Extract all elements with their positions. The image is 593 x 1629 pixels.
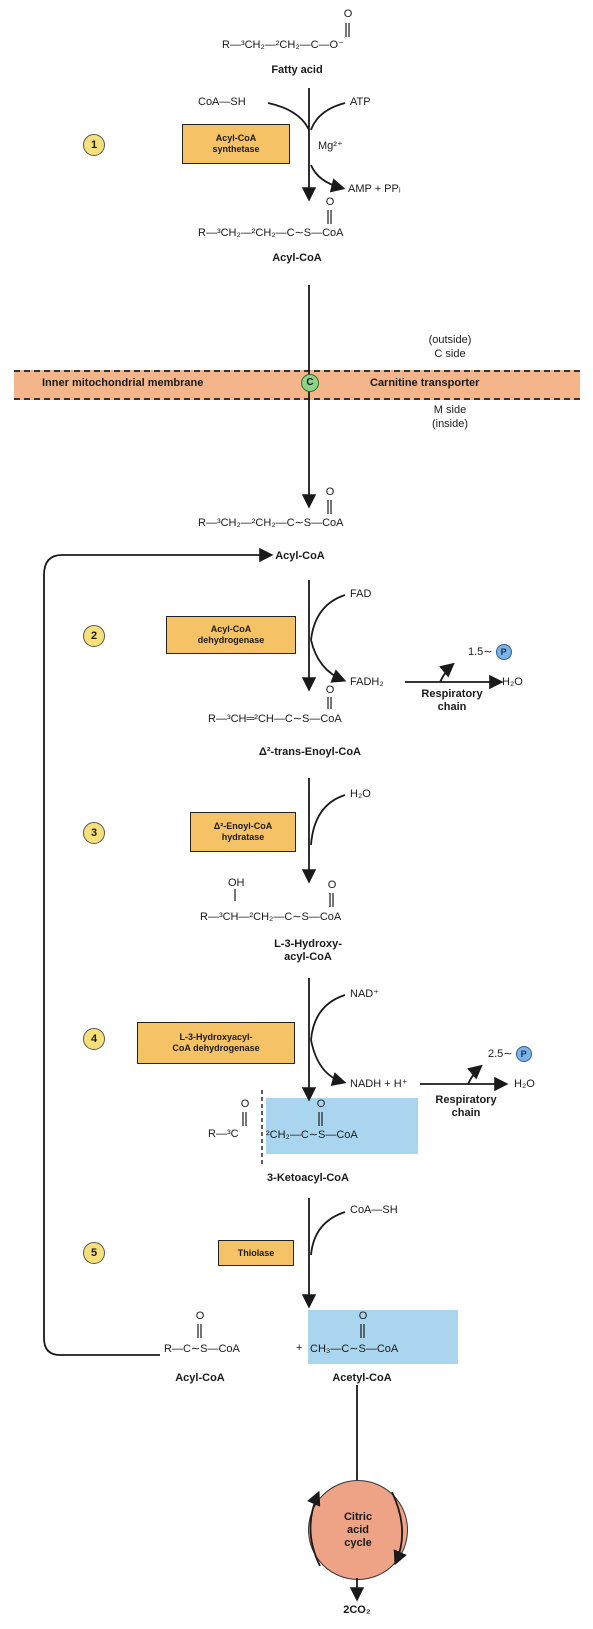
resp-chain-1-line1: Respiratory [421,688,483,700]
product-acyl-coa-formula: R—C∼S—CoA [164,1343,240,1355]
mg-cofactor: Mg²⁺ [318,140,343,152]
step-2-marker: 2 [83,625,105,647]
inside-line2: (inside) [431,418,469,430]
arrow-fadh2 [310,639,347,683]
product-acetyl-coa-formula: CH₃—C∼S—CoA [310,1343,399,1355]
product-acetyl-coa-label: Acetyl-CoA [332,1372,392,1384]
arrow-coa-sh-in [310,1211,346,1256]
atp-yield-1-text: 1.5∼ [468,646,493,658]
acetyl-group-highlight-ketoacyl [266,1098,418,1154]
hydroxyl-group: OH [228,877,245,889]
fadh2-product: FADH₂ [350,676,384,688]
enzyme-acyl-coa-synthetase: Acyl-CoA synthetase [182,124,290,164]
outside-line1: (outside) [428,334,472,346]
resp-chain-2-line2: chain [451,1107,481,1119]
step-3-marker: 3 [83,822,105,844]
membrane-label: Inner mitochondrial membrane [42,377,204,389]
ketoacyl-coa-left: R—³C [208,1128,239,1140]
atp-yield-1: 1.5∼ P [468,644,512,660]
citric-cycle-line1: Citric [343,1510,373,1523]
coa-sh-reagent-2: CoA—SH [350,1204,398,1216]
product-acyl-coa-label: Acyl-CoA [175,1372,225,1384]
citric-acid-cycle: Citric acid cycle [308,1480,408,1580]
arrow-atp-in [310,102,346,131]
cycle-arrow-right [391,1491,407,1566]
co2-output: 2CO₂ [343,1604,371,1616]
citric-cycle-line3: cycle [344,1536,372,1549]
enzyme-enoyl-coa-hydratase: Δ²-Enoyl-CoA hydratase [190,812,296,852]
ketoacyl-coa-label: 3-Ketoacyl-CoA [267,1172,349,1184]
enoyl-coa-label: Δ²-trans-Enoyl-CoA [258,746,362,758]
acetyl-coa-highlight [308,1310,458,1364]
phosphate-icon: P [495,644,512,660]
hydroxyacyl-coa-label-1: L-3-Hydroxy- [274,938,342,950]
carnitine-transporter-icon: C [301,374,319,392]
step-4-marker: 4 [83,1028,105,1050]
fatty-acid-formula: R—³CH₂—²CH₂—C—O⁻ [222,39,344,51]
step-5-marker: 5 [83,1242,105,1264]
step-1-marker: 1 [83,134,105,156]
ketoacyl-coa-right: ²CH₂—C∼S—CoA [266,1129,358,1141]
coa-sh-reagent-1: CoA—SH [198,96,246,108]
atp-yield-2: 2.5∼ P [488,1046,532,1062]
arrow-h2o-in [310,794,346,846]
oxygen-hydroxyacyl-coa: O [327,879,337,891]
acyl-coa-1-label: Acyl-CoA [272,252,322,264]
oxygen-product-acetyl: O [358,1310,368,1322]
oxygen-product-acyl: O [195,1310,205,1322]
arrow-recycle-loop [43,547,274,1356]
amp-ppi-product: AMP + PPᵢ [348,183,401,195]
citric-cycle-line2: acid [346,1523,369,1536]
fad-reagent: FAD [350,588,372,600]
enzyme-hydroxyacyl-coa-dehydrogenase: L-3-Hydroxyacyl- CoA dehydrogenase [137,1022,295,1064]
phosphate-icon: P [515,1046,532,1062]
transporter-symbol: C [306,377,314,388]
nad-reagent: NAD⁺ [350,988,380,1000]
arrow-nadh [310,1039,347,1087]
arrow-coa-atp-in [267,102,310,131]
resp-chain-2-line1: Respiratory [435,1094,497,1106]
acyl-coa-2-label: Acyl-CoA [275,550,325,562]
arrow-fad [310,594,346,641]
arrow-amp-out [310,164,346,193]
inner-mitochondrial-membrane [14,370,580,400]
carnitine-transporter-label: Carnitine transporter [370,377,480,389]
inside-line1: M side [433,404,467,416]
arrow-atp-1 [439,662,455,683]
fatty-acid-label: Fatty acid [271,64,323,76]
atp-reagent: ATP [350,96,371,108]
oxygen-ketoacyl-right: O [316,1098,326,1110]
acyl-coa-1-formula: R—³CH₂—²CH₂—C∼S—CoA [198,227,344,239]
outside-line2: C side [434,348,466,360]
h2o-product-1: H₂O [502,676,523,688]
oxygen-enoyl-coa: O [325,684,335,696]
enzyme-acyl-coa-dehydrogenase: Acyl-CoA dehydrogenase [166,616,296,654]
product-plus-sign: + [296,1342,303,1354]
oxygen-ketoacyl-left: O [240,1098,250,1110]
acyl-coa-2-formula: R—³CH₂—²CH₂—C∼S—CoA [198,517,344,529]
oxygen-fatty-acid: O [343,8,353,20]
nadh-product: NADH + H⁺ [350,1078,408,1090]
arrow-atp-2 [467,1064,483,1085]
h2o-product-2: H₂O [514,1078,535,1090]
h2o-reagent: H₂O [350,788,371,800]
hydroxyacyl-coa-formula: R—³CH—²CH₂—C∼S—CoA [200,911,342,923]
hydroxyacyl-coa-label-2: acyl-CoA [284,951,332,963]
cycle-arrow-left [307,1490,321,1567]
enoyl-coa-formula: R—³CH═²CH—C∼S—CoA [208,713,342,725]
atp-yield-2-text: 2.5∼ [488,1048,513,1060]
resp-chain-1-line2: chain [437,701,467,713]
oxygen-acyl-coa-2: O [325,486,335,498]
oxygen-acyl-coa-1: O [325,196,335,208]
arrow-nad [310,994,346,1041]
enzyme-thiolase: Thiolase [218,1240,294,1266]
